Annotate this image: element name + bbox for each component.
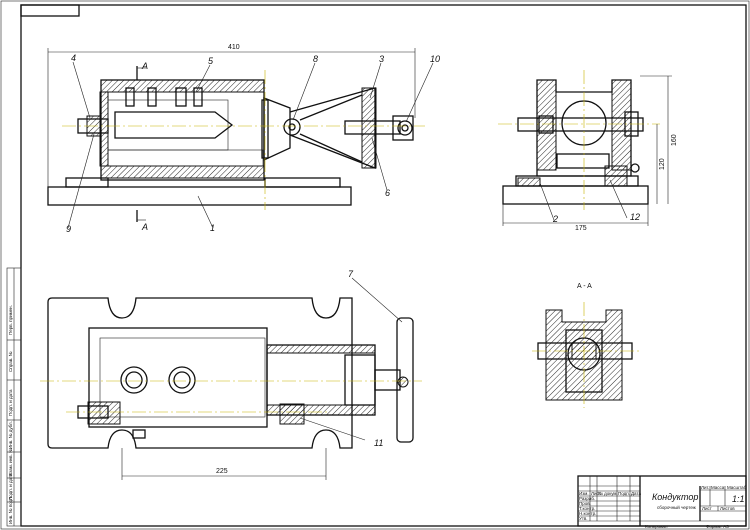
row-prov: Пров. <box>579 501 591 506</box>
row-doc: № докум. <box>598 491 618 496</box>
dim-height-2: 120 <box>659 158 666 170</box>
callout-11: 11 <box>374 438 383 448</box>
callout-7: 7 <box>348 269 354 279</box>
callout-12: 12 <box>630 212 640 222</box>
callout-9: 9 <box>66 224 71 234</box>
side-stamp-5: Взам. инв. № <box>8 448 13 476</box>
dim-width: 175 <box>575 225 587 232</box>
side-stamp: Перв. примен. Справ. № Подп. и дата Инв.… <box>6 267 22 527</box>
callout-2: 2 <box>552 214 558 224</box>
row-nkontr: Н.контр. <box>579 511 596 516</box>
dim-base-length: 225 <box>216 468 228 475</box>
row-razrab: Разраб. <box>579 496 595 501</box>
section-mark-top: A <box>141 61 148 71</box>
col-sheets: Листов <box>720 506 735 511</box>
side-stamp-7: Инв. № подл. <box>8 496 13 524</box>
row-izm: Изм. <box>579 491 589 496</box>
col-mass: Масса <box>711 485 725 490</box>
callout-8: 8 <box>313 54 318 64</box>
doc-type: сборочный чертеж <box>657 504 696 510</box>
side-stamp-1: Перв. примен. <box>8 305 13 335</box>
callout-1: 1 <box>210 223 215 233</box>
top-view <box>40 277 422 480</box>
row-sign: Подп. <box>618 491 630 496</box>
copied-label: Копировал <box>645 524 668 529</box>
col-scale: Масштаб <box>727 485 747 490</box>
section-view <box>532 302 640 408</box>
top-stamp-box <box>20 4 80 17</box>
side-stamp-4: Инв. № дубл. <box>8 421 13 449</box>
row-list: Лист <box>591 491 601 496</box>
title-block: Лит. Масса Масштаб 1:1 Лист Листов Конду… <box>577 475 747 529</box>
callout-10: 10 <box>430 54 440 64</box>
side-view <box>498 70 672 226</box>
col-sheet: Лист <box>702 506 712 511</box>
format-label: Формат A3 <box>706 524 729 529</box>
row-utv: Утв. <box>579 516 588 521</box>
col-lit: Лит. <box>701 485 709 490</box>
row-date: Дата <box>631 491 641 496</box>
inner-frame <box>20 4 747 527</box>
callout-4: 4 <box>71 53 76 63</box>
drawing-name: Кондуктор <box>652 492 698 502</box>
section-view-label: A - A <box>577 283 592 290</box>
dim-overall-length: 410 <box>228 44 240 51</box>
row-tkontr: Т.контр. <box>579 506 595 511</box>
callout-5: 5 <box>208 56 214 66</box>
side-stamp-6: Подп. и дата <box>8 473 13 500</box>
dim-height-1: 160 <box>671 134 678 146</box>
scale-value: 1:1 <box>732 494 745 504</box>
callout-3: 3 <box>379 54 384 64</box>
side-stamp-3: Подп. и дата <box>8 389 13 416</box>
section-mark-bottom: A <box>141 222 148 232</box>
side-stamp-2: Справ. № <box>8 351 13 372</box>
callout-6: 6 <box>385 188 390 198</box>
front-view <box>47 48 434 229</box>
